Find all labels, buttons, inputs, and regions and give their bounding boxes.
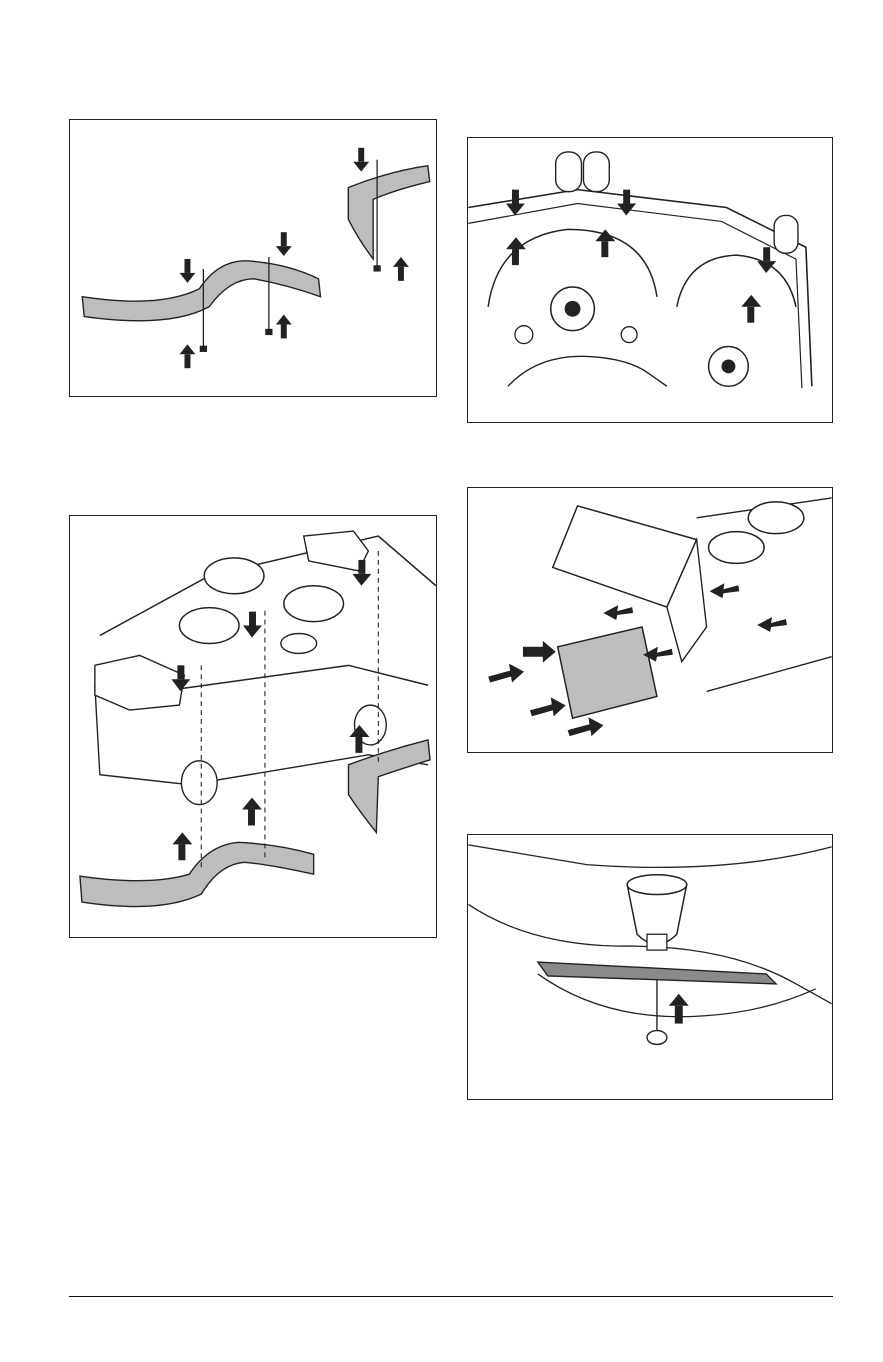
blade-spindle-illustration <box>468 835 832 1099</box>
discharge-chute-illustration <box>468 488 832 752</box>
figure-deck-top-bolts <box>467 137 833 423</box>
long-baffle <box>80 842 314 906</box>
deflector-plate <box>558 627 657 718</box>
small-baffle <box>348 166 429 259</box>
figure-baffle-removal <box>69 119 437 397</box>
small-baffle <box>348 740 430 832</box>
figure-deck-baffle-assembly <box>69 515 437 938</box>
long-baffle <box>82 261 320 321</box>
arrow-icons <box>669 994 689 1024</box>
baffle-removal-illustration <box>70 120 436 396</box>
deck-assembly-illustration <box>70 516 436 937</box>
deck-top-illustration <box>468 138 832 422</box>
footer-rule <box>69 1296 833 1297</box>
figure-blade-spindle <box>467 834 833 1100</box>
figure-discharge-chute <box>467 487 833 753</box>
